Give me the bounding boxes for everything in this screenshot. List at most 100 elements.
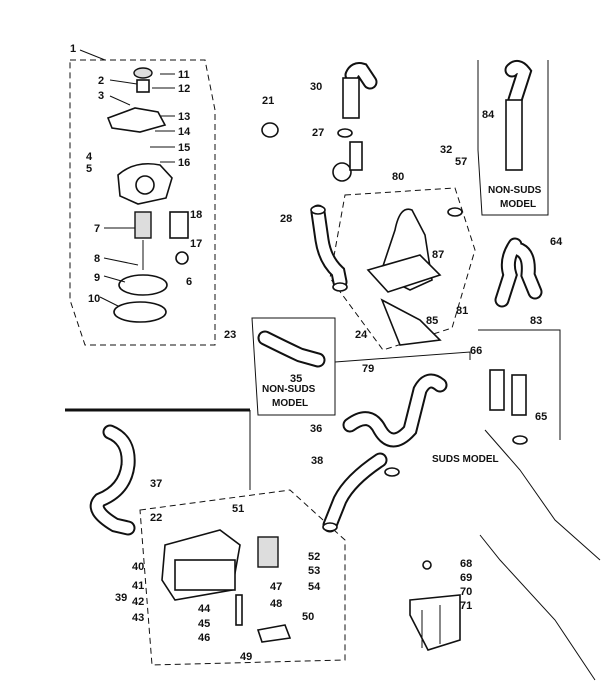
leader-3 — [109, 95, 131, 106]
callout-5: 5 — [86, 163, 92, 175]
pulley-part — [133, 67, 153, 79]
valve-assembly-box — [139, 489, 346, 666]
leader-1 — [79, 49, 106, 61]
suds-frame-diagonal — [484, 429, 601, 561]
agitator-arm-part — [106, 107, 167, 133]
valve-stem-part — [349, 141, 363, 171]
note-non-suds-left-line1: NON-SUDS — [262, 384, 316, 395]
callout-13: 13 — [178, 111, 190, 123]
callout-48: 48 — [270, 598, 282, 610]
gasket-ring-part — [113, 301, 167, 323]
hose-35-inner — [259, 332, 324, 366]
hose-65b — [511, 374, 527, 416]
seal-stack-part — [134, 211, 152, 239]
clip-part — [175, 251, 189, 265]
callout-65: 65 — [535, 411, 547, 423]
callout-40: 40 — [132, 561, 144, 573]
clamp-27-a — [337, 128, 353, 138]
callout-46: 46 — [198, 632, 210, 644]
callout-71: 71 — [460, 600, 472, 612]
callout-87: 87 — [432, 249, 444, 261]
callout-24: 24 — [355, 329, 368, 341]
callout-15: 15 — [178, 142, 190, 154]
hose-84-top-inner — [506, 61, 531, 106]
callout-7: 7 — [94, 223, 100, 235]
clamp-27-b — [310, 205, 326, 215]
screw-68-part — [422, 560, 432, 570]
callout-42: 42 — [132, 596, 144, 608]
callout-6: 6 — [186, 276, 192, 288]
valve-body-part — [332, 162, 352, 182]
note-suds-model: SUDS MODEL — [432, 454, 499, 465]
hose-84-body — [505, 99, 523, 171]
non-suds-box-left — [251, 317, 336, 416]
callout-64: 64 — [550, 236, 563, 248]
hose-28-inner — [312, 206, 346, 288]
callout-80: 80 — [392, 171, 404, 183]
bracket-frame-diagonal — [479, 534, 596, 681]
pump-assembly-box — [69, 59, 216, 346]
pump-base-part — [118, 274, 168, 296]
callout-81: 81 — [456, 305, 468, 317]
hose-65a — [489, 369, 505, 411]
callout-38: 38 — [311, 455, 323, 467]
callout-68: 68 — [460, 558, 472, 570]
callout-17: 17 — [190, 238, 202, 250]
callout-54: 54 — [308, 581, 321, 593]
callout-8: 8 — [94, 253, 100, 265]
callout-12: 12 — [178, 83, 190, 95]
leader-8 — [103, 257, 139, 266]
callout-43: 43 — [132, 612, 144, 624]
pump-impeller-part — [135, 175, 155, 195]
hose-30-body — [342, 77, 360, 119]
note-non-suds-right-line2: MODEL — [500, 199, 536, 210]
callout-10: 10 — [88, 293, 100, 305]
callout-4: 4 — [86, 151, 93, 163]
callout-52: 52 — [308, 551, 320, 563]
callout-21: 21 — [262, 95, 274, 107]
callout-41: 41 — [132, 580, 144, 592]
callout-44: 44 — [198, 603, 211, 615]
callout-50: 50 — [302, 611, 314, 623]
callout-49: 49 — [240, 651, 252, 663]
callout-66: 66 — [470, 345, 482, 357]
callout-3: 3 — [98, 90, 104, 102]
bellows-assembly-box — [329, 187, 476, 351]
solenoid-part — [257, 536, 279, 568]
callout-83: 83 — [530, 315, 542, 327]
callout-85: 85 — [426, 315, 438, 327]
callout-18: 18 — [190, 209, 202, 221]
callout-30: 30 — [310, 81, 322, 93]
callout-47: 47 — [270, 581, 282, 593]
bracket-71-part — [409, 594, 461, 651]
note-non-suds-left-line2: MODEL — [272, 398, 308, 409]
callout-53: 53 — [308, 565, 320, 577]
callout-84: 84 — [482, 109, 495, 121]
callout-27: 27 — [312, 127, 324, 139]
callout-35: 35 — [290, 373, 302, 385]
suds-frame-top — [334, 351, 471, 363]
callout-16: 16 — [178, 157, 190, 169]
callout-69: 69 — [460, 572, 472, 584]
callout-51: 51 — [232, 503, 244, 515]
callout-57: 57 — [455, 156, 467, 168]
hose-38-inner — [324, 454, 386, 531]
shaft-collar-part — [136, 79, 150, 93]
callout-14: 14 — [178, 126, 191, 138]
note-non-suds-right-line1: NON-SUDS — [488, 185, 542, 196]
clamp-27-f — [512, 435, 528, 445]
ring-21-part — [261, 122, 279, 138]
hose-36-inner — [344, 375, 446, 446]
callout-28: 28 — [280, 213, 292, 225]
spring-part — [235, 594, 243, 626]
callout-70: 70 — [460, 586, 472, 598]
bellows-base-part — [366, 254, 442, 293]
leader-9 — [103, 275, 126, 283]
non-suds-box-right — [477, 60, 549, 216]
clamp-27-d — [447, 207, 463, 217]
callout-2: 2 — [98, 75, 104, 87]
callout-9: 9 — [94, 272, 100, 284]
